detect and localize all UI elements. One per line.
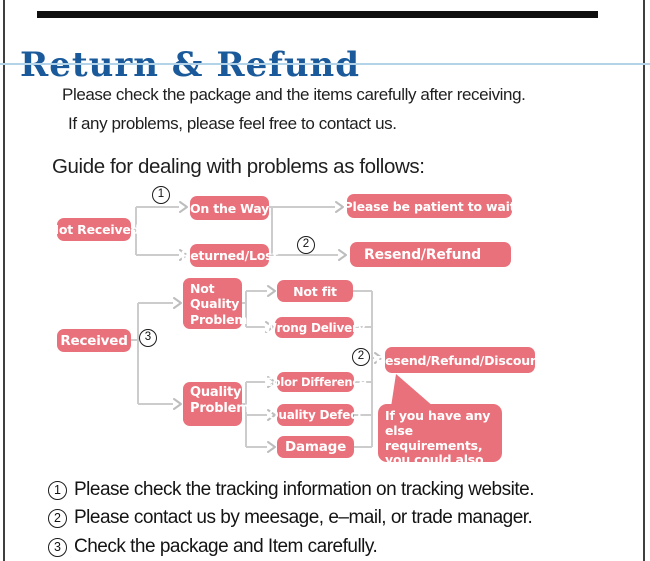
circled-marker-1: 1 — [152, 186, 170, 204]
node-not-fit: Not fit — [277, 280, 353, 302]
footnote-1-circled-number: 1 — [48, 480, 67, 500]
node-color-difference: Color Difference — [264, 372, 367, 392]
top-black-bar — [37, 11, 598, 18]
node-on-the-way: On the Way — [190, 196, 269, 220]
footnote-3: 3 Check the package and Item carefully. — [48, 536, 378, 558]
footnote-2-circled-number: 2 — [48, 508, 67, 528]
speech-bubble-tail — [391, 374, 434, 407]
note-speech-bubble: If you have any else requirements, you c… — [378, 404, 502, 482]
node-quality-problem: Quality Problem — [183, 382, 250, 426]
node-returned-lost: Returned/Lost — [181, 244, 278, 267]
node-not-received: Not Received — [49, 218, 140, 241]
intro-line-2: If any problems, please feel free to con… — [68, 114, 397, 133]
left-border-line — [3, 0, 5, 561]
node-not-quality-problem: Not Quality Problem — [183, 278, 247, 329]
intro-line-1: Please check the package and the items c… — [62, 85, 526, 104]
right-border-line — [643, 0, 645, 561]
footnote-1: 1 Please check the tracking information … — [48, 479, 534, 501]
circled-marker-2-top: 2 — [297, 236, 315, 254]
node-please-be-patient: Please be patient to wait — [344, 194, 516, 218]
node-quality-defect: Quality Defect — [268, 404, 363, 426]
node-received: Received — [57, 329, 131, 352]
footnote-3-circled-number: 3 — [48, 537, 67, 557]
circled-marker-3: 3 — [139, 329, 157, 347]
footnote-1-text: Please check the tracking information on… — [74, 479, 534, 500]
footnote-2-text: Please contact us by meesage, e–mail, or… — [74, 507, 533, 528]
title-underline — [0, 63, 650, 65]
footnote-2: 2 Please contact us by meesage, e–mail, … — [48, 507, 533, 529]
node-damage: Damage — [277, 436, 354, 458]
guide-heading: Guide for dealing with problems as follo… — [52, 155, 425, 178]
circled-marker-2-bottom: 2 — [352, 348, 370, 366]
node-wrong-delivery: Wrong Delivery — [264, 317, 366, 338]
node-resend-refund: Resend/Refund — [350, 242, 511, 267]
footnote-3-text: Check the package and Item carefully. — [74, 536, 378, 557]
node-resend-refund-discount: Resend/Refund/Discount — [376, 347, 545, 373]
